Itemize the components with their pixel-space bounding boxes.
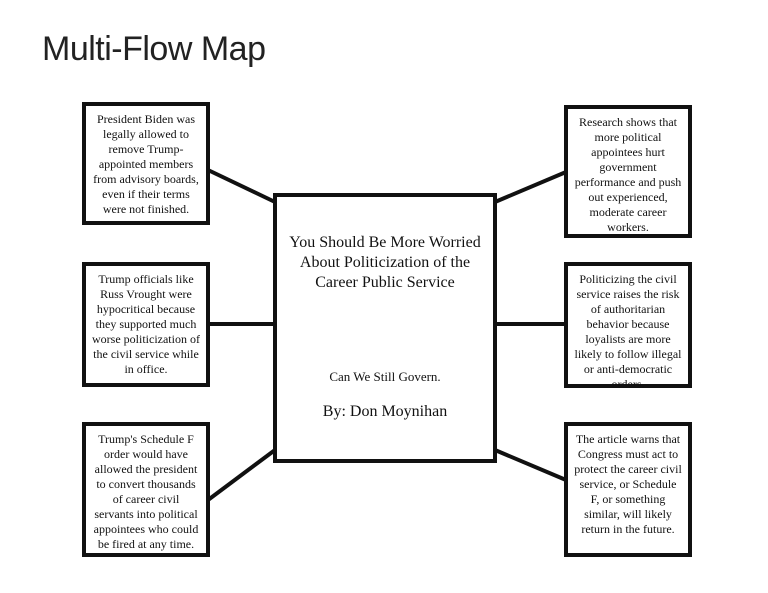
cause-text-3: Trump's Schedule F order would have allo… <box>93 432 199 551</box>
effect-text-3: The article warns that Congress must act… <box>574 432 682 536</box>
central-topic-author: By: Don Moynihan <box>322 403 448 420</box>
effect-box-1: Research shows that more political appoi… <box>564 105 692 238</box>
page-title: Multi-Flow Map <box>42 30 266 68</box>
cause-box-3: Trump's Schedule F order would have allo… <box>82 422 210 557</box>
cause-box-1: President Biden was legally allowed to r… <box>82 102 210 225</box>
connector-effect-1 <box>494 170 567 204</box>
central-topic-source: Can We Still Govern. <box>329 369 441 384</box>
central-topic-box: You Should Be More Worried About Politic… <box>273 193 497 463</box>
effect-text-1: Research shows that more political appoi… <box>574 115 682 234</box>
connector-cause-1 <box>207 168 276 204</box>
effect-box-3: The article warns that Congress must act… <box>564 422 692 557</box>
cause-box-2: Trump officials like Russ Vrought were h… <box>82 262 210 387</box>
cause-text-1: President Biden was legally allowed to r… <box>93 112 199 216</box>
central-topic-title: You Should Be More Worried About Politic… <box>289 234 481 291</box>
effect-box-2: Politicizing the civil service raises th… <box>564 262 692 391</box>
effect-text-2: Politicizing the civil service raises th… <box>574 272 682 391</box>
connector-effect-3 <box>494 448 567 482</box>
connector-cause-3 <box>206 448 277 502</box>
cause-text-2: Trump officials like Russ Vrought were h… <box>92 272 200 376</box>
